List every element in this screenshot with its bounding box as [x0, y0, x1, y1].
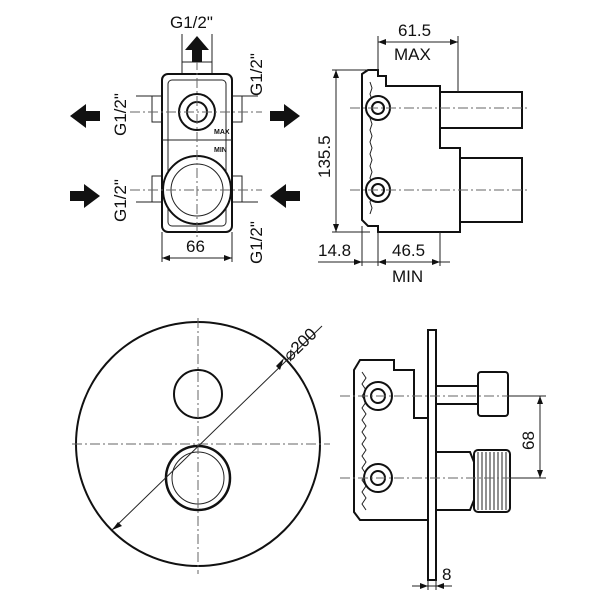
plate-thickness-value: 8 [442, 565, 451, 584]
arrow-in-right-icon [70, 184, 100, 208]
arrow-in-left-icon [270, 184, 300, 208]
depth-min-label: MIN [392, 267, 423, 286]
height-value: 135.5 [315, 135, 334, 178]
thread-left-top-label: G1/2" [111, 93, 130, 136]
thread-left-bottom-label: G1/2" [111, 179, 130, 222]
dimension-width [161, 232, 233, 262]
front-view-box: MAX MIN [130, 60, 262, 240]
handle-knurling [477, 452, 507, 510]
thread-right-top-label: G1/2" [247, 53, 266, 96]
lower-body-side [435, 451, 475, 511]
diameter-value: ⌀200 [280, 324, 321, 364]
dimension-height [332, 69, 370, 233]
lower-handle-side [473, 449, 511, 513]
port-left-bottom [151, 175, 163, 203]
flow-arrows [70, 36, 300, 208]
installed-wall-texture [361, 371, 367, 511]
arrow-left-icon [70, 104, 100, 128]
dimension-plate-thickness [412, 580, 452, 590]
cover-plate-front [72, 318, 330, 574]
handle-spacing-value: 68 [519, 431, 538, 450]
dimension-bottom [318, 226, 450, 266]
thread-top-label: G1/2" [170, 13, 213, 32]
depth-min-value: 46.5 [392, 241, 425, 260]
plate-offset-value: 14.8 [318, 241, 351, 260]
side-view-box [350, 69, 530, 233]
side-upper-cartridge [439, 91, 523, 129]
min-mark: MIN [214, 147, 227, 154]
thread-right-bottom-label: G1/2" [247, 221, 266, 264]
upper-spindle [435, 385, 481, 405]
width-value: 66 [186, 237, 205, 256]
depth-max-label: MAX [394, 45, 431, 64]
port-right-top [231, 95, 243, 123]
side-view-installed [340, 329, 540, 581]
arrow-right-icon [270, 104, 300, 128]
port-left-top [151, 95, 163, 123]
upper-knob-side [477, 371, 509, 417]
depth-max-value: 61.5 [398, 21, 431, 40]
dimension-depth-max [377, 36, 459, 92]
dimension-handle-spacing [508, 395, 546, 479]
arrow-up-icon [185, 36, 209, 62]
wall-plate [427, 329, 437, 581]
port-right-bottom [231, 175, 243, 203]
max-mark: MAX [214, 129, 230, 136]
diameter-line [111, 325, 323, 531]
